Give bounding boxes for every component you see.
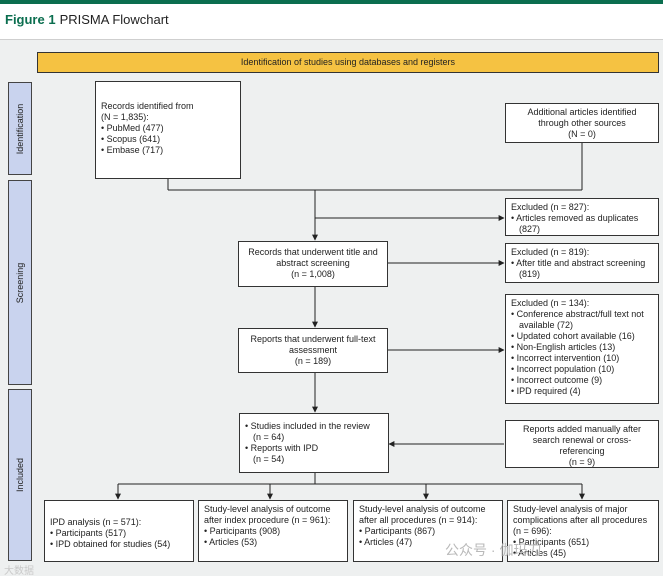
manual-additions-box: Reports added manually after search rene… [505,420,659,468]
top-accent-bar [0,0,663,4]
excluded2-title: Excluded (n = 819): [511,247,590,257]
ipd-analysis-box: IPD analysis (n = 571): • Participants (… [44,500,194,562]
major-title: Study-level analysis of major complicati… [513,504,648,536]
all-procedures-box: Study-level analysis of outcome after al… [353,500,503,562]
excluded3-title: Excluded (n = 134): [511,298,590,308]
ipd-item: • Participants (517) [50,528,127,538]
records-count: (N = 1,835): [101,112,149,122]
title-divider [0,39,663,40]
included-count: (n = 64) [253,432,285,442]
excluded3-item: • Incorrect intervention (10) [511,353,620,363]
excluded-fulltext-box: Excluded (n = 134): • Conference abstrac… [505,294,659,404]
fulltext-assessment-box: Reports that underwent full-text assessm… [238,328,388,373]
fulltext-line: (n = 189) [294,356,332,366]
phase-identification-label: Identification [15,103,25,154]
screened-line: abstract screening [276,258,350,268]
manual-line: Reports added manually after [522,424,642,434]
index-title: Study-level analysis of outcome after in… [204,504,331,525]
manual-line: referencing [559,446,605,456]
index-item: • Participants (908) [204,526,281,536]
included-item: • Reports with IPD [245,443,319,453]
additional-line: (N = 0) [568,129,596,139]
manual-line: (n = 9) [568,457,596,467]
major-item: • Participants (651) [513,537,590,547]
index-procedure-box: Study-level analysis of outcome after in… [198,500,348,562]
excluded3-item: • Non-English articles (13) [511,342,616,352]
excluded1-title: Excluded (n = 827): [511,202,590,212]
all-item: • Articles (47) [359,537,413,547]
additional-line: Additional articles identified [527,107,637,117]
fulltext-line: assessment [288,345,338,355]
excluded3-item: • Incorrect outcome (9) [511,375,603,385]
all-item: • Participants (867) [359,526,436,536]
records-title: Records identified from [101,101,194,111]
excluded3-item: • Updated cohort available (16) [511,331,635,341]
included-count: (n = 54) [253,454,285,464]
excluded3-item: • Incorrect population (10) [511,364,615,374]
phase-screening-label: Screening [15,262,25,303]
identification-header: Identification of studies using database… [37,52,659,73]
additional-articles-box: Additional articles identified through o… [505,103,659,143]
records-item: • Scopus (641) [101,134,161,144]
included-item: • Studies included in the review [245,421,370,431]
additional-line: through other sources [538,118,626,128]
phase-screening: Screening [8,180,32,385]
studies-included-box: • Studies included in the review (n = 64… [239,413,389,473]
screened-records-box: Records that underwent title and abstrac… [238,241,388,287]
ipd-item: • IPD obtained for studies (54) [50,539,171,549]
excluded2-item: • After title and abstract screening (81… [511,258,646,279]
major-complications-box: Study-level analysis of major complicati… [507,500,659,562]
excluded3-item: • IPD required (4) [511,386,581,396]
excluded1-item: • Articles removed as duplicates (827) [511,213,639,234]
screened-line: Records that underwent title and [248,247,378,257]
ipd-title: IPD analysis (n = 571): [50,517,142,527]
records-identified-box: Records identified from (N = 1,835): • P… [95,81,241,179]
watermark-small: 大数据 [4,566,34,577]
figure-number: Figure 1 [5,12,56,27]
index-item: • Articles (53) [204,537,258,547]
phase-included-label: Included [15,457,25,493]
figure-title-text: PRISMA Flowchart [59,12,169,27]
major-item: • Articles (45) [513,548,567,558]
excluded3-item: • Conference abstract/full text not avai… [511,309,644,330]
all-title: Study-level analysis of outcome after al… [359,504,486,525]
manual-line: search renewal or cross- [532,435,632,445]
fulltext-line: Reports that underwent full-text [250,334,376,344]
excluded-screening-box: Excluded (n = 819): • After title and ab… [505,243,659,283]
watermark: 公众号 · 伽玛刀 [445,542,542,558]
records-item: • Embase (717) [101,145,164,155]
excluded-duplicates-box: Excluded (n = 827): • Articles removed a… [505,198,659,236]
phase-identification: Identification [8,82,32,175]
phase-included: Included [8,389,32,561]
records-item: • PubMed (477) [101,123,164,133]
screened-line: (n = 1,008) [291,269,335,279]
